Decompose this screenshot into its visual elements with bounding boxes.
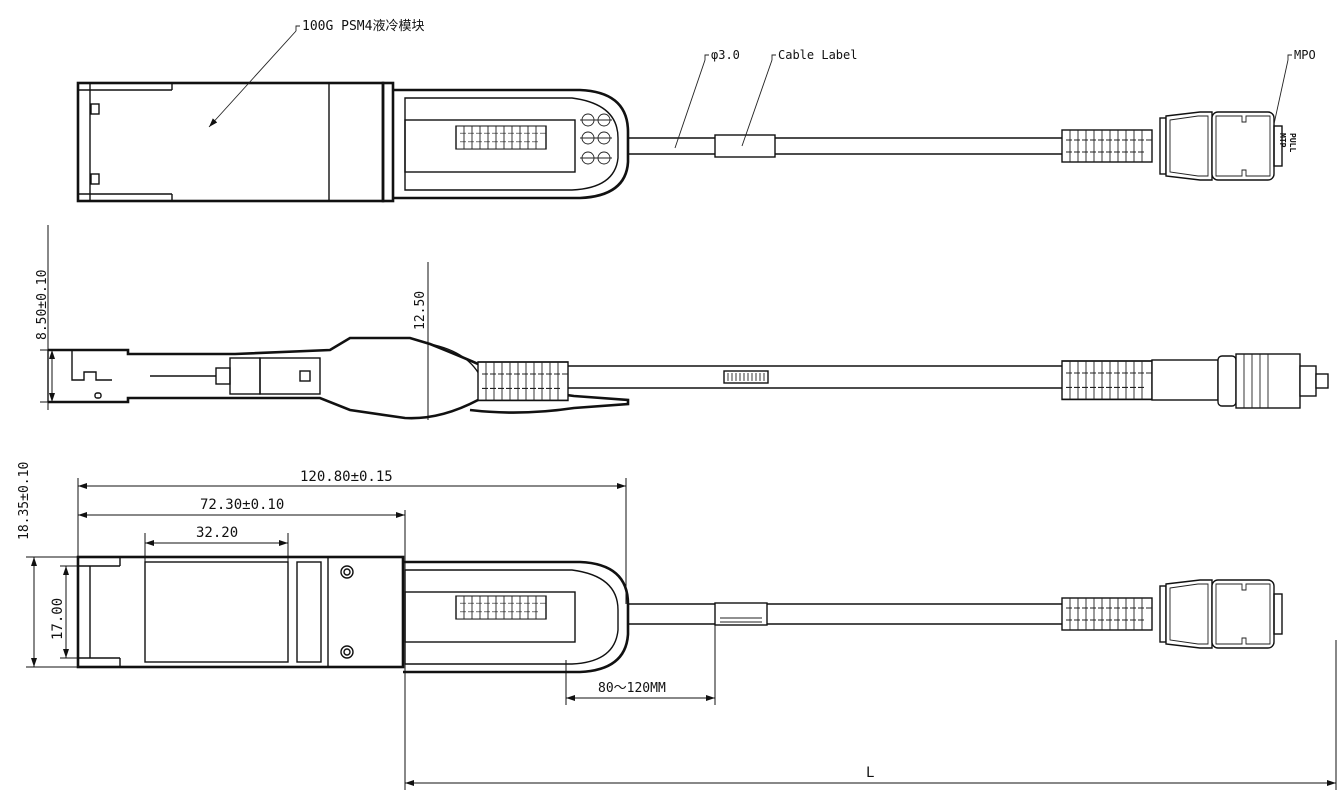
- cable-label-top: [714, 134, 776, 158]
- mpo-connector-top: [1159, 111, 1283, 181]
- callouts: 100G PSM4液冷模块 φ3.0 Cable Label MPO: [208, 19, 1316, 149]
- module-housing-top: [76, 81, 385, 203]
- pull-tab-bottom: [403, 560, 630, 674]
- mpo-callout: MPO: [1294, 48, 1316, 62]
- cable-label-bottom: [714, 602, 768, 626]
- latch-height-dim: 12.50: [413, 291, 428, 330]
- cable-label-side: [723, 370, 769, 384]
- side-view: [47, 336, 1329, 420]
- body-width-dim: 17.00: [50, 598, 66, 640]
- module-callout: 100G PSM4液冷模块: [302, 19, 424, 34]
- mpo-pull-mark: PULL: [1288, 133, 1297, 152]
- housing-length-dim: 72.30±0.10: [200, 497, 284, 513]
- module-housing-bottom: [76, 555, 405, 669]
- mpo-mtp-mark: MTP: [1278, 133, 1287, 148]
- cable-label-callout: Cable Label: [778, 48, 857, 62]
- snowflake-icons: [580, 113, 612, 165]
- top-view: PULL MTP: [76, 81, 1297, 203]
- label-offset-dim: 80～120MM: [598, 681, 666, 696]
- mpo-connector-bottom: [1159, 579, 1283, 649]
- width-outer-dim: 18.35±0.10: [17, 462, 32, 540]
- pull-tab-top: [393, 88, 630, 200]
- height-side-dim: 8.50±0.10: [35, 270, 50, 340]
- cable-length-dim: L: [866, 765, 874, 781]
- label-window-dim: 32.20: [196, 525, 238, 541]
- cable-diameter-callout: φ3.0: [711, 48, 740, 62]
- side-dimensions: 8.50±0.10 12.50: [35, 225, 429, 420]
- bottom-dimensions: 120.80±0.15 72.30±0.10 32.20 18.35±0.10 …: [17, 462, 1337, 790]
- bottom-view: [76, 555, 1283, 674]
- overall-length-dim: 120.80±0.15: [300, 469, 393, 485]
- label-window: [144, 561, 289, 663]
